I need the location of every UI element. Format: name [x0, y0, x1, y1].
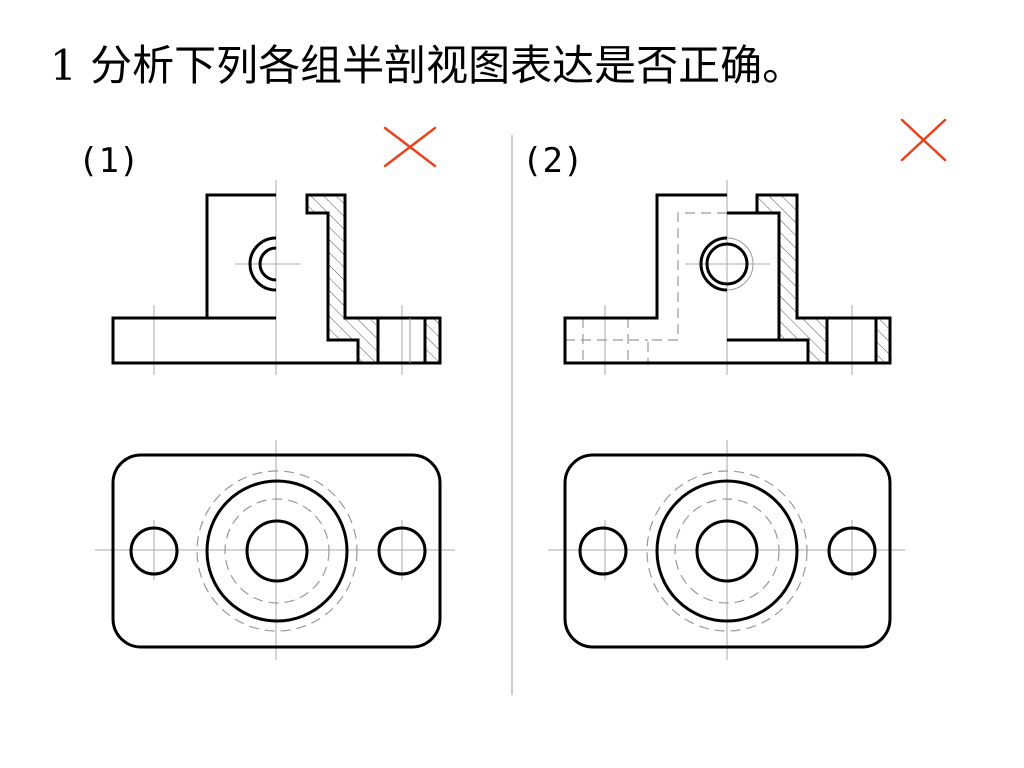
panel-1-top-view	[95, 440, 455, 660]
panel-2-front-view	[563, 180, 892, 375]
panel-2-red-x-icon	[900, 118, 947, 162]
panel-2-top-view	[548, 440, 905, 660]
panel-2-label: (2)	[522, 141, 583, 181]
panel-1-label: (1)	[78, 141, 139, 181]
panel-2: (2)	[522, 118, 947, 660]
panel-1-front-view	[111, 180, 442, 375]
panel-1-red-x-icon	[383, 126, 437, 168]
page-title: 1 分析下列各组半剖视图表达是否正确。	[50, 41, 805, 90]
panel-1: (1)	[78, 126, 455, 660]
